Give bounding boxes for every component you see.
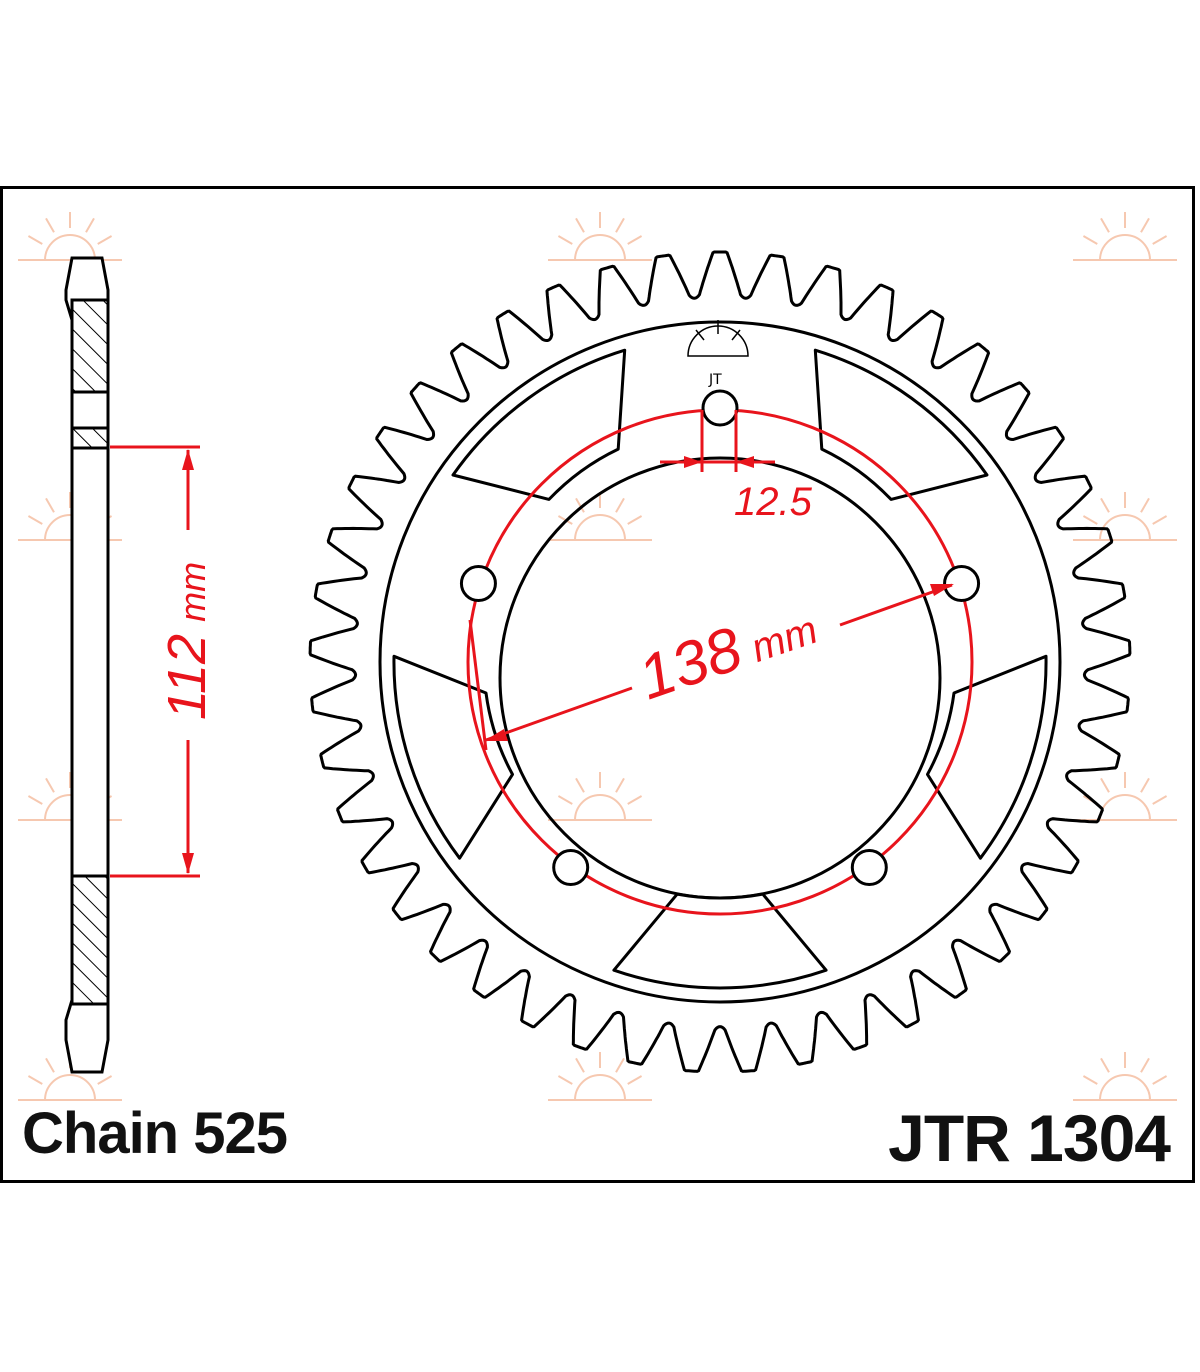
chain-size-label: Chain 525 [22, 1101, 288, 1166]
cutout-window [392, 654, 514, 860]
watermark-sun-icon [18, 212, 122, 261]
bolt-holes [459, 389, 981, 886]
inner-ring [378, 320, 1062, 1004]
offset-dimension [110, 445, 200, 878]
pcd-dimension [468, 583, 954, 751]
cutout-window [612, 892, 828, 990]
hole-dimension [660, 410, 775, 472]
watermark-sun-icon [548, 492, 652, 541]
side-profile [64, 256, 110, 1074]
watermark-sun-icon [548, 212, 652, 261]
bolt-hole [459, 565, 497, 603]
bolt-hole [552, 848, 590, 886]
sprocket-teeth-outline [308, 250, 1132, 1073]
cutout-window [926, 654, 1048, 860]
svg-text:JT: JT [708, 372, 722, 388]
watermark-sun-icon [1073, 492, 1177, 541]
pcd-label: 138mm [630, 589, 825, 714]
watermark-sun-icon [1073, 212, 1177, 261]
bolt-hole [701, 389, 739, 427]
watermark-sun-icon [548, 1052, 652, 1101]
bolt-hole [850, 848, 888, 886]
bolt-hole [943, 565, 981, 603]
watermark-sun-icon [548, 772, 652, 821]
cutout-window [451, 348, 627, 501]
watermark-sun-icon [1073, 1052, 1177, 1101]
logo-mark: JT [687, 320, 749, 388]
offset-label: 112mm [157, 562, 217, 720]
lightening-cutouts [392, 348, 1048, 990]
hole-diameter-label: 12.5 [734, 480, 813, 524]
part-number: JTR 1304 [888, 1101, 1171, 1175]
drawing-frame [0, 186, 1195, 1183]
cutout-window [813, 348, 989, 501]
